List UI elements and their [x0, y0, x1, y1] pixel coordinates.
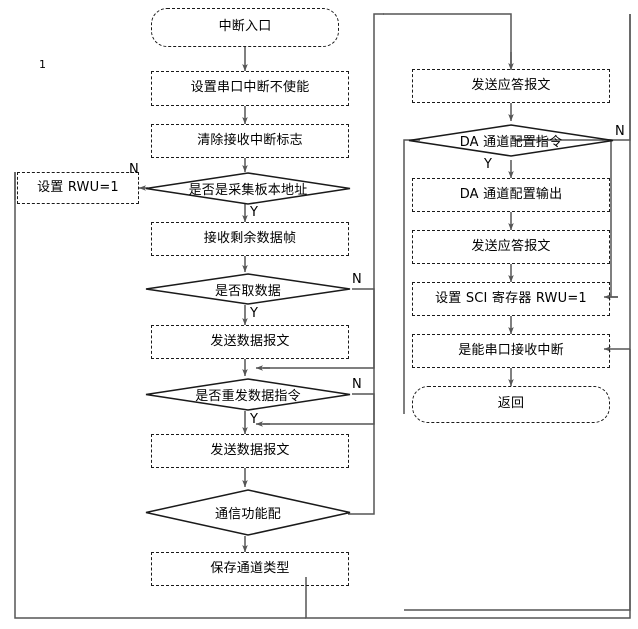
node-send-data-message-2[interactable]: 发送数据报文 [151, 434, 349, 468]
node-da-config-output[interactable]: DA 通道配置输出 [412, 178, 610, 212]
edge-label-da-no: N [615, 124, 625, 139]
node-send-ack-message-2[interactable]: 发送应答报文 [412, 230, 610, 264]
node-set-rwu[interactable]: 设置 RWU=1 [17, 172, 139, 204]
node-is-fetch-data-label: 是否取数据 [214, 283, 281, 299]
node-return[interactable]: 返回 [412, 386, 610, 423]
node-is-resend-command[interactable]: 是否重发数据指令 [145, 378, 351, 411]
node-da-config-command[interactable]: DA 通道配置指令 [408, 124, 614, 157]
node-comm-function-config-label: 通信功能配 [214, 507, 281, 522]
node-is-resend-command-label: 是否重发数据指令 [195, 389, 301, 404]
edge-label-local-addr-no: N [129, 162, 139, 177]
node-send-ack-message-1[interactable]: 发送应答报文 [412, 69, 610, 103]
node-enable-serial-rx-interrupt[interactable]: 是能串口接收中断 [412, 334, 610, 368]
edge-label-resend-no: N [352, 377, 362, 392]
node-receive-remaining-frames[interactable]: 接收剩余数据帧 [151, 222, 349, 256]
node-clear-rx-flag[interactable]: 清除接收中断标志 [151, 124, 349, 158]
node-save-channel-type[interactable]: 保存通道类型 [151, 552, 349, 586]
figure-number: 1 [39, 58, 46, 71]
node-is-local-address-label: 是否是采集板本地址 [188, 183, 308, 198]
node-da-config-command-label: DA 通道配置指令 [459, 135, 563, 150]
node-disable-serial-interrupt[interactable]: 设置串口中断不使能 [151, 71, 349, 106]
node-send-data-message-1[interactable]: 发送数据报文 [151, 325, 349, 359]
node-comm-function-config[interactable]: 通信功能配 [145, 489, 351, 536]
edge-label-local-addr-yes: Y [250, 205, 258, 220]
edge-label-fetch-data-no: N [352, 272, 362, 287]
edge-label-fetch-data-yes: Y [250, 306, 258, 321]
node-set-sci-register-rwu[interactable]: 设置 SCI 寄存器 RWU=1 [412, 282, 610, 316]
edge-label-resend-yes: Y [250, 412, 258, 427]
node-is-local-address[interactable]: 是否是采集板本地址 [145, 172, 351, 205]
node-interrupt-entry[interactable]: 中断入口 [151, 8, 339, 47]
node-is-fetch-data[interactable]: 是否取数据 [145, 273, 351, 305]
edge-label-da-yes: Y [484, 157, 492, 172]
